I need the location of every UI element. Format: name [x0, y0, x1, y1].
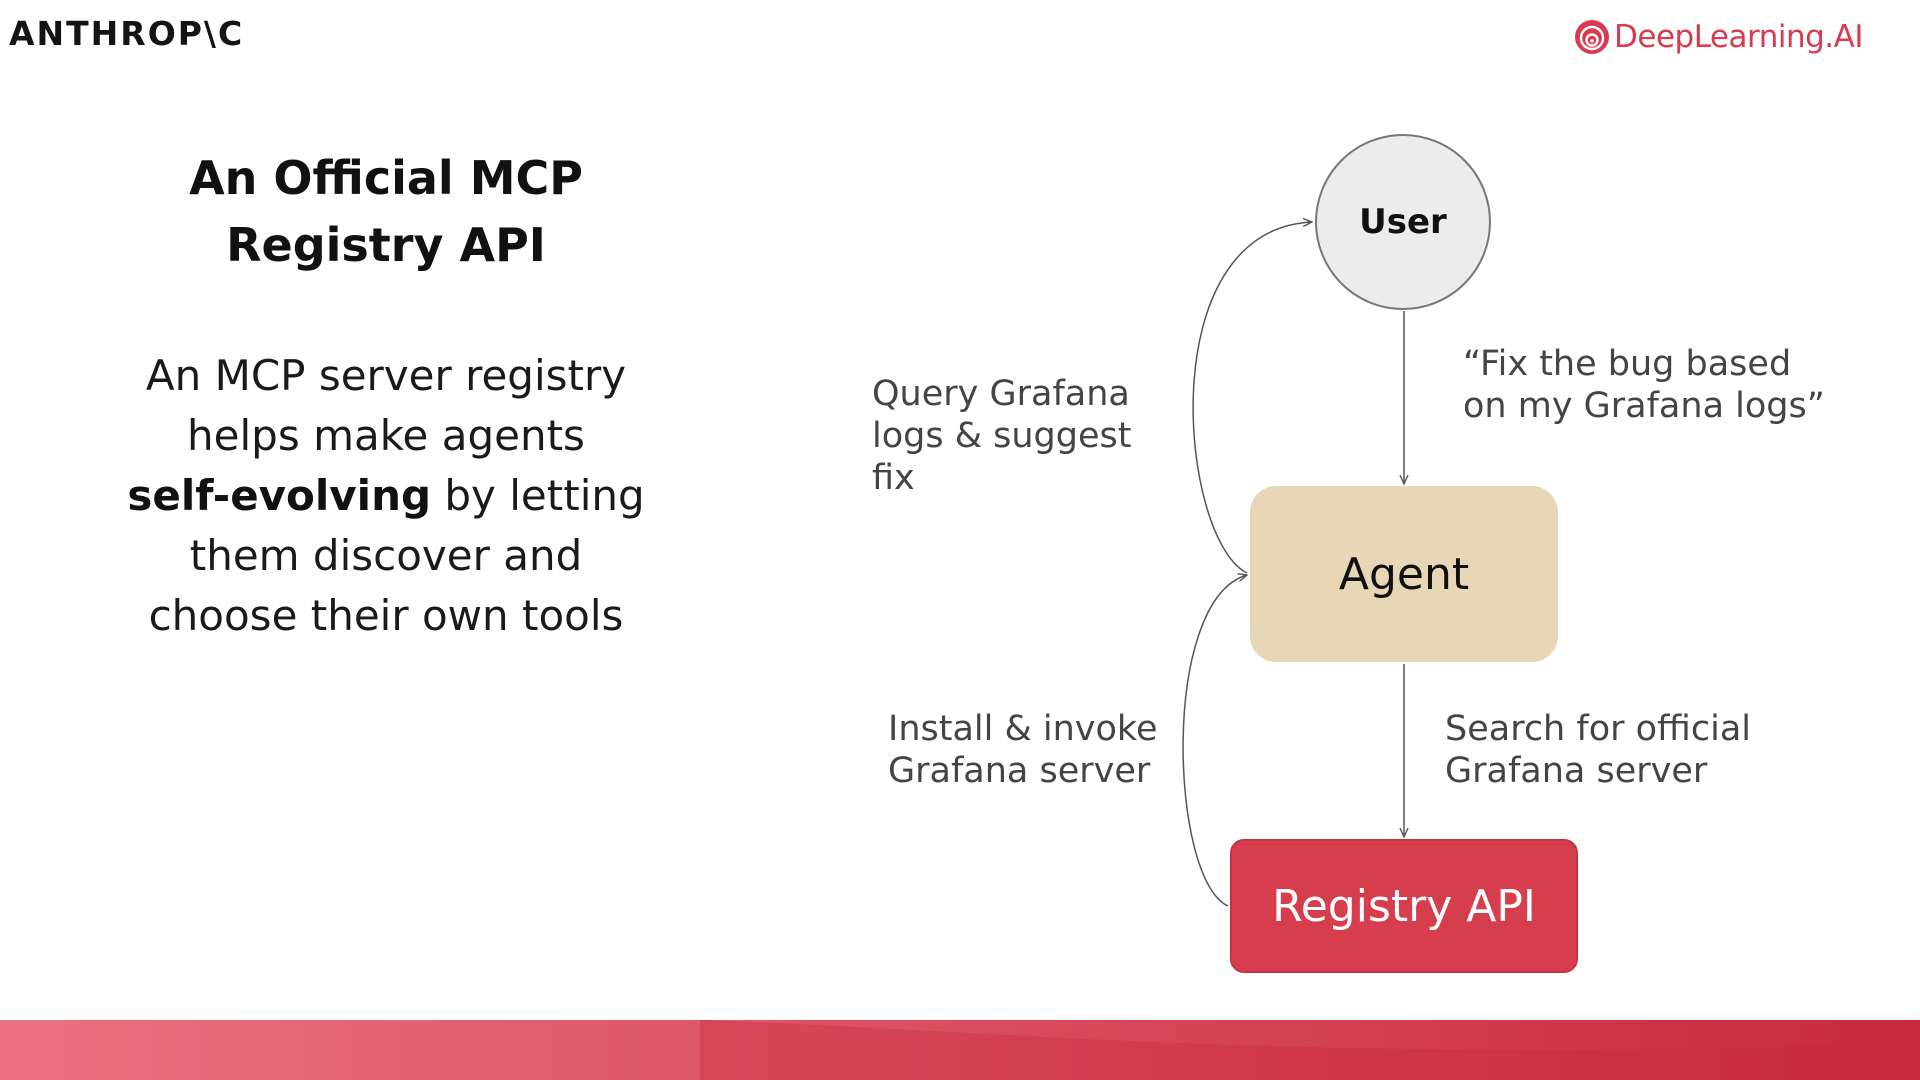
- arrow-agent-to-user: [1192, 222, 1312, 574]
- node-user: User: [1315, 134, 1491, 310]
- deeplearning-ai-wordmark: DeepLearning.AI: [1614, 19, 1863, 55]
- edge-label-install-line-1: Install & invoke: [888, 709, 1158, 749]
- node-agent: Agent: [1250, 486, 1558, 662]
- arrow-registry-to-agent: [1182, 575, 1247, 907]
- slide-title: An Official MCP Registry API: [120, 145, 652, 279]
- edge-label-query-line-1: Query Grafana: [872, 374, 1130, 414]
- body-emphasis-self-evolving: self-evolving: [127, 471, 432, 520]
- edge-label-search-line-2: Grafana server: [1445, 751, 1708, 791]
- edge-label-fix-line-1: “Fix the bug based: [1463, 344, 1792, 384]
- body-line-2: helps make agents: [187, 411, 585, 460]
- anthropic-logo: ANTHROP\C: [9, 14, 245, 53]
- deeplearning-ai-logo-icon: [1575, 20, 1609, 54]
- body-line-4: them discover and: [189, 531, 583, 580]
- slide-body-text: An MCP server registry helps make agents…: [100, 346, 672, 646]
- edge-label-query-line-3: fix: [872, 458, 915, 498]
- edge-label-search-official: Search for official Grafana server: [1445, 708, 1751, 792]
- body-line-3-rest: by letting: [431, 471, 645, 520]
- deeplearning-ai-logo: DeepLearning.AI: [1574, 14, 1863, 60]
- footer-decorative-band: [0, 1020, 1920, 1080]
- slide-title-line-1: An Official MCP: [189, 151, 583, 205]
- slide-title-line-2: Registry API: [226, 218, 546, 272]
- body-line-5: choose their own tools: [148, 591, 624, 640]
- edge-label-search-line-1: Search for official: [1445, 709, 1752, 749]
- edge-label-query-grafana: Query Grafana logs & suggest fix: [872, 373, 1131, 499]
- body-line-3: self-evolving by letting: [100, 466, 672, 526]
- edge-label-query-line-2: logs & suggest: [872, 416, 1132, 456]
- edge-label-install-invoke: Install & invoke Grafana server: [888, 708, 1158, 792]
- edge-label-user-request: “Fix the bug based on my Grafana logs”: [1463, 343, 1825, 427]
- edge-label-install-line-2: Grafana server: [888, 751, 1151, 791]
- body-line-1: An MCP server registry: [145, 351, 627, 400]
- node-registry-api: Registry API: [1230, 839, 1578, 973]
- edge-label-fix-line-2: on my Grafana logs”: [1463, 386, 1825, 426]
